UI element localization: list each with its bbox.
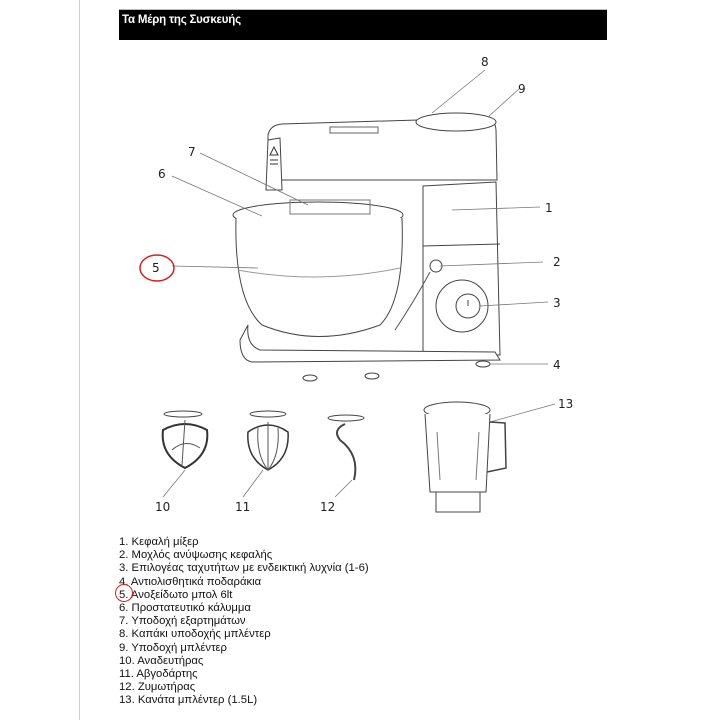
callout-7: 7: [188, 145, 196, 159]
parts-list-item: 9. Υποδοχή μπλέντερ: [119, 641, 227, 654]
parts-list-item: 3. Επιλογέας ταχυτήτων με ενδεικτική λυχ…: [119, 562, 369, 575]
callout-10: 10: [155, 500, 170, 514]
callout-lines: [162, 69, 556, 498]
highlight-circle-list-5: [115, 584, 133, 602]
parts-list-item: 5. Ανοξείδωτο μπολ 6lt: [119, 588, 233, 601]
callout-11: 11: [235, 500, 250, 514]
blender-jug-illustration: [423, 401, 507, 513]
parts-list-item: 11. Αβγοδάρτης: [119, 668, 198, 681]
parts-list-item: 6. Προστατευτικό κάλυμμα: [119, 602, 251, 615]
parts-list-item: 10. Αναδευτήρας: [119, 654, 204, 667]
callout-2: 2: [553, 255, 561, 269]
parts-list-item: 8. Καπάκι υποδοχής μπλέντερ: [119, 628, 271, 641]
parts-list-item: 1. Κεφαλή μίξερ: [119, 536, 199, 548]
callout-12: 12: [320, 500, 335, 514]
page-edge: [79, 0, 80, 720]
callout-3: 3: [553, 296, 561, 310]
parts-list-item: 2. Μοχλός ανύψωσης κεφαλής: [119, 549, 273, 562]
parts-list-item: 12. Ζυμωτήρας: [119, 681, 196, 694]
section-title-bar: Τα Μέρη της Συσκευής: [119, 9, 607, 40]
callout-9: 9: [518, 82, 526, 96]
section-title: Τα Μέρη της Συσκευής: [122, 14, 241, 26]
callout-6: 6: [158, 167, 166, 181]
callout-8: 8: [481, 55, 489, 69]
parts-list-item: 7. Υποδοχή εξαρτημάτων: [119, 615, 246, 628]
parts-list-item: 13. Κανάτα μπλέντερ (1.5L): [119, 694, 258, 707]
parts-list-item: 4. Αντιολισθητικά ποδαράκια: [119, 575, 262, 588]
callout-1: 1: [545, 201, 553, 215]
appliance-parts-diagram: 8 9 7 6 1 2 3 4 5 10 11 12 13: [139, 55, 573, 514]
paddle-beater-illustration: [161, 410, 209, 470]
parts-list: 1. Κεφαλή μίξερ 2. Μοχλός ανύψωσης κεφαλ…: [119, 536, 369, 708]
dough-hook-illustration: [327, 414, 365, 481]
callout-4: 4: [553, 358, 561, 372]
stand-mixer-illustration: [232, 112, 501, 382]
callout-13: 13: [558, 397, 573, 411]
callout-5: 5: [152, 261, 160, 275]
highlight-circle-5: [139, 254, 175, 282]
whisk-illustration: [247, 410, 289, 471]
